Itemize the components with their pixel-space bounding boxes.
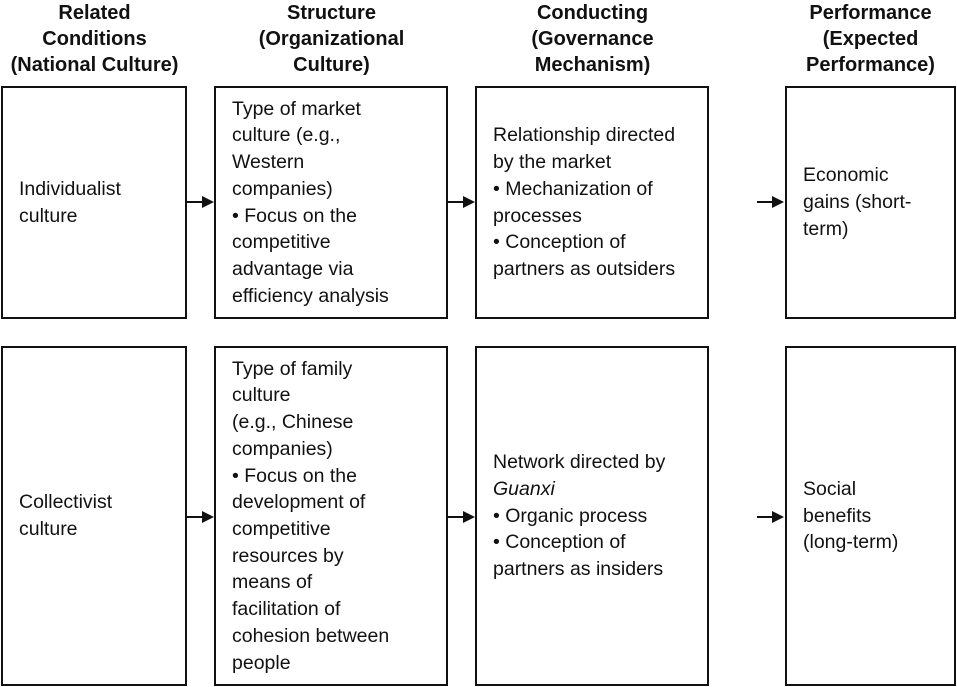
arrow-right-icon <box>448 196 475 208</box>
box-text-line: Collectivist <box>19 491 113 514</box>
box-text-line: term) <box>803 217 849 240</box>
box-text-line: cohesion between <box>232 624 390 647</box>
box-text-line: Type of market <box>232 97 361 120</box>
box-text-line: Individualist <box>19 177 121 200</box>
box-individualist-culture: Individualist culture <box>1 86 187 319</box>
box-text-line: advantage via <box>232 257 354 280</box>
box-text-line: companies) <box>232 437 333 460</box>
box-text-line: Economic <box>803 164 889 187</box>
box-text-line: facilitation of <box>232 598 341 621</box>
box-text-line: companies) <box>232 177 333 200</box>
box-text-line: Social <box>803 477 857 500</box>
header-performance: Performance (Expected Performance) <box>806 2 935 76</box>
box-text-line: • Focus on the <box>232 204 357 227</box>
box-text-line: people <box>232 651 291 674</box>
box-text-line: efficiency analysis <box>232 284 389 307</box>
box-market-culture-structure: Type of market culture (e.g., Western compa… <box>214 86 448 319</box>
box-economic-gains: Economic gains (short-term) <box>785 86 956 319</box>
arrow-right-icon <box>187 196 214 208</box>
box-text-line: (e.g., Chinese <box>232 411 354 434</box>
box-text-line: partners as outsiders <box>493 257 676 280</box>
box-text-line: culture <box>19 204 78 227</box>
box-text-line: gains (short- <box>803 191 912 214</box>
box-text-line: (long-term) <box>803 531 899 554</box>
box-text-line: culture (e.g., <box>232 124 341 147</box>
header-conducting: Conducting (Governance Mechanism) <box>531 2 654 76</box>
box-text-line: • Conception of <box>493 531 626 554</box>
box-text-line: culture <box>19 518 78 540</box>
box-text-line: • Focus on the <box>232 464 357 487</box>
box-social-benefits: Social benefits (long-term) <box>785 346 956 686</box>
box-text-line: Guanxi <box>493 477 555 500</box>
box-market-governance: Relationship directed by the market • Mech… <box>475 86 709 319</box>
box-text-line: partners as insiders <box>493 558 664 581</box>
arrow-right-icon <box>757 196 784 208</box>
box-text-line: culture <box>232 384 291 407</box>
box-text-line: Network directed by <box>493 451 666 474</box>
box-text-line: • Mechanization of <box>493 177 653 200</box>
box-text-line: development of <box>232 491 366 514</box>
box-collectivist-culture: Collectivist culture <box>1 346 187 686</box>
box-text-line: processes <box>493 204 582 227</box>
box-text-line: competitive <box>232 231 331 254</box>
box-text-line: benefits <box>803 504 872 527</box>
header-structure: Structure (Organizational Culture) <box>258 2 405 76</box>
box-text-line: Western <box>232 151 305 174</box>
box-text-line: Type of family <box>232 357 353 380</box>
box-text-line: resources by <box>232 544 344 567</box>
box-text-line: means of <box>232 571 313 594</box>
arrow-right-icon <box>757 511 784 523</box>
arrow-right-icon <box>187 511 214 523</box>
header-related-conditions: Related Conditions (National Culture) <box>10 2 179 76</box>
box-text-line: by the market <box>493 151 612 174</box>
box-family-culture-structure: Type of family culture (e.g., Chinese compa… <box>214 346 448 686</box>
arrow-right-icon <box>448 511 475 523</box>
box-text-line: competitive <box>232 518 331 540</box>
box-guanxi-governance: Network directed by Guanxi • Organic proce… <box>475 346 709 686</box>
box-text-line: Relationship directed <box>493 124 676 147</box>
box-text-line: • Organic process <box>493 504 648 527</box>
box-text-line: • Conception of <box>493 231 626 254</box>
